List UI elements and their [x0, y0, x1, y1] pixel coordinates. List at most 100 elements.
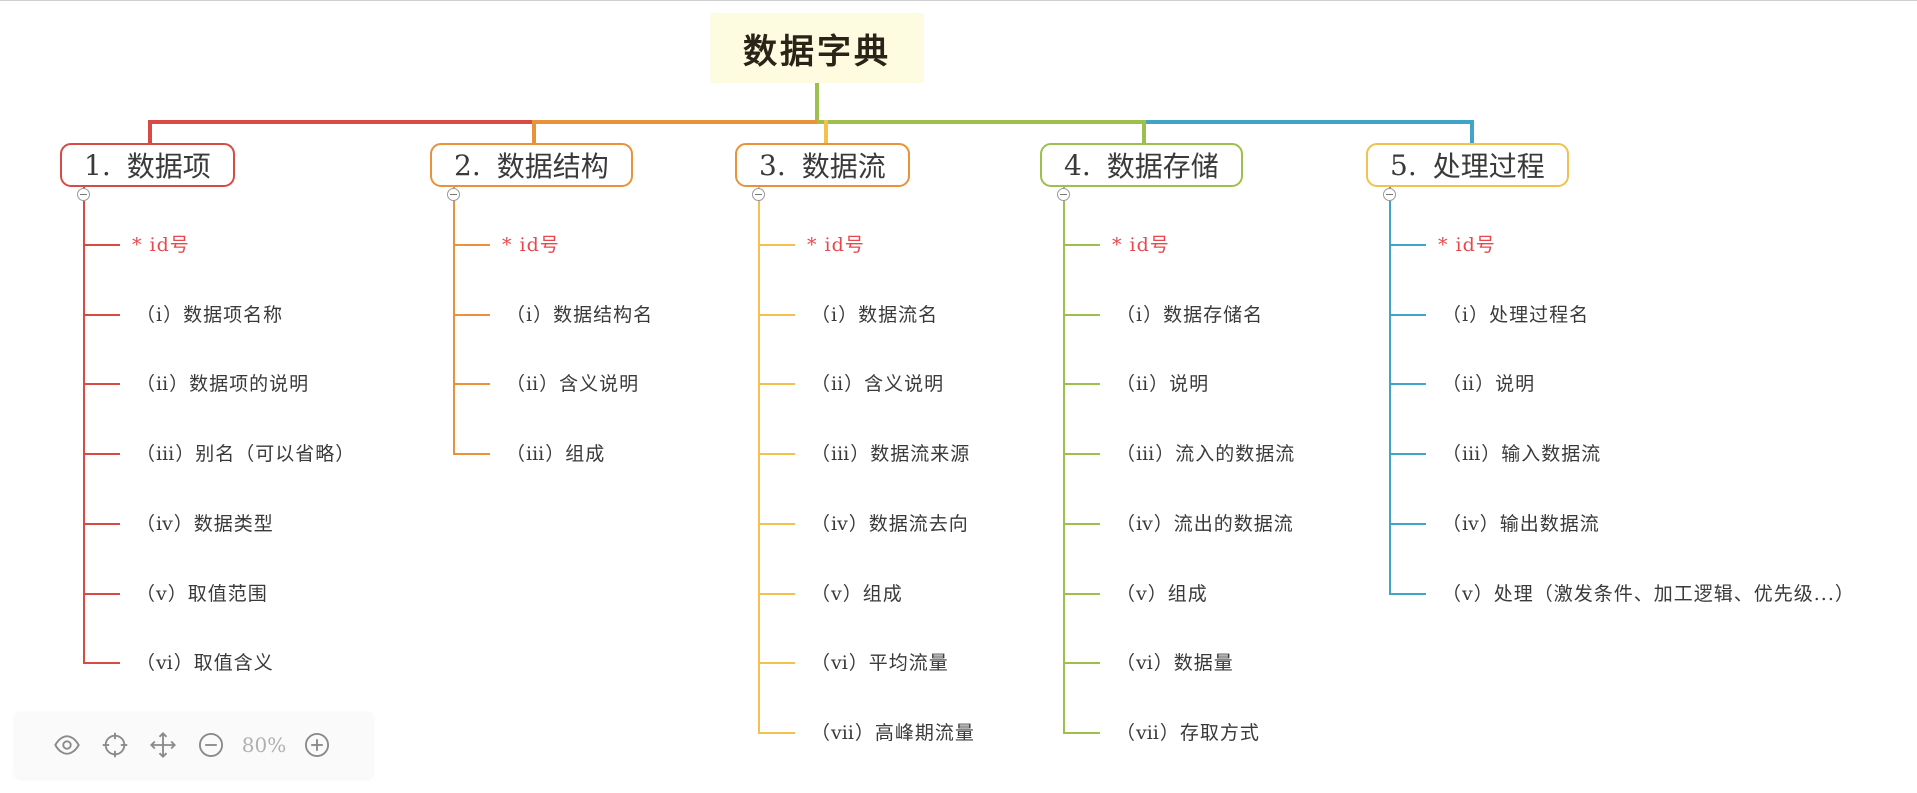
leaf-item[interactable]: （ⅳ）数据流去向 [811, 512, 969, 535]
leaf-connector [454, 453, 490, 456]
collapse-toggle-icon[interactable] [752, 188, 765, 201]
eye-icon [54, 735, 80, 755]
leaf-connector [1064, 592, 1100, 595]
leaf-item[interactable]: （ⅰ）数据流名 [811, 303, 939, 326]
leaf-connector [1390, 453, 1426, 456]
leaf-connector [759, 522, 795, 525]
zoom-level: 80% [241, 733, 287, 757]
leaf-item[interactable]: （ⅶ）存取方式 [1116, 721, 1260, 744]
leaf-item[interactable]: （ⅴ）取值范围 [136, 582, 268, 605]
leaf-connector [84, 662, 120, 665]
branch-number: 1. [84, 148, 111, 182]
collapse-toggle-icon[interactable] [77, 188, 90, 201]
leaf-item[interactable]: （ⅰ）处理过程名 [1442, 303, 1590, 326]
leaf-item[interactable]: （ⅵ）取值含义 [136, 652, 274, 675]
leaf-connector [759, 244, 795, 246]
collapse-toggle-icon[interactable] [447, 188, 460, 201]
leaf-connector [454, 383, 490, 386]
leaf-connector [1064, 383, 1100, 386]
leaf-connector [759, 731, 795, 734]
collapse-toggle-icon[interactable] [1383, 188, 1396, 201]
leaf-item[interactable]: （ⅴ）组成 [1116, 582, 1208, 605]
branch-node-1[interactable]: 1. 数据项 [60, 143, 235, 187]
collapse-toggle-icon[interactable] [1057, 188, 1070, 201]
leaf-item[interactable]: （ⅲ）输入数据流 [1442, 443, 1602, 466]
leaf-id-field[interactable]: * id号 [132, 234, 190, 256]
leaf-connector [1064, 313, 1100, 316]
leaf-id-field[interactable]: * id号 [502, 234, 560, 256]
leaf-id-field[interactable]: * id号 [1438, 234, 1496, 256]
branch-label: 数据项 [126, 150, 211, 183]
move-button[interactable] [139, 725, 187, 765]
branch-label: 数据结构 [496, 150, 609, 183]
branch-node-5[interactable]: 5. 处理过程 [1366, 143, 1569, 187]
leaf-connector [1064, 662, 1100, 665]
leaf-item[interactable]: （ⅰ）数据项名称 [136, 303, 284, 326]
branch-node-4[interactable]: 4.数据存储 [1040, 143, 1243, 187]
root-title: 数据字典 [743, 31, 891, 72]
leaf-item[interactable]: （ⅰ）数据存储名 [1116, 303, 1264, 326]
leaf-connector [1064, 244, 1100, 246]
branch-drop-line [148, 120, 152, 143]
branch-spine [1389, 187, 1391, 595]
leaf-item[interactable]: （ⅱ）说明 [1116, 373, 1210, 396]
branch-drop-line [1470, 120, 1474, 143]
leaf-id-field[interactable]: * id号 [1112, 234, 1170, 256]
zoom-out-icon [198, 732, 224, 758]
root-node[interactable]: 数据字典 [710, 13, 924, 83]
leaf-connector [759, 313, 795, 316]
leaf-connector [759, 383, 795, 386]
leaf-connector [759, 662, 795, 665]
zoom-in-button[interactable] [293, 725, 341, 765]
leaf-item[interactable]: （ⅱ）含义说明 [811, 373, 945, 396]
leaf-item[interactable]: （ⅲ）流入的数据流 [1116, 443, 1296, 466]
leaf-connector [759, 453, 795, 456]
branch-number: 4. [1064, 148, 1091, 182]
branch-spine [758, 187, 760, 734]
branch-number: 2. [454, 148, 481, 182]
leaf-item[interactable]: （ⅰ）数据结构名 [506, 303, 654, 326]
leaf-connector [84, 592, 120, 595]
center-button[interactable] [91, 725, 139, 765]
leaf-item[interactable]: （ⅲ）组成 [506, 443, 606, 466]
bus-segment [817, 120, 1144, 124]
leaf-item[interactable]: （ⅲ）别名（可以省略） [136, 443, 356, 466]
leaf-item[interactable]: （ⅵ）平均流量 [811, 652, 949, 675]
leaf-connector [84, 522, 120, 525]
leaf-item[interactable]: （ⅴ）处理（激发条件、加工逻辑、优先级...） [1442, 582, 1855, 605]
branch-label: 数据流 [801, 150, 886, 183]
branch-number: 5. [1390, 148, 1417, 182]
leaf-connector [1390, 592, 1426, 595]
leaf-item[interactable]: （ⅳ）流出的数据流 [1116, 512, 1294, 535]
branch-node-2[interactable]: 2. 数据结构 [430, 143, 633, 187]
leaf-connector [1390, 522, 1426, 525]
branch-number: 3. [759, 148, 786, 182]
preview-button[interactable] [43, 725, 91, 765]
leaf-connector [1064, 453, 1100, 456]
bus-segment [534, 120, 817, 124]
branch-node-3[interactable]: 3. 数据流 [735, 143, 910, 187]
zoom-out-button[interactable] [187, 725, 235, 765]
branch-drop-line [1142, 120, 1146, 143]
branch-label: 处理过程 [1432, 150, 1545, 183]
leaf-item[interactable]: （ⅵ）数据量 [1116, 652, 1234, 675]
leaf-item[interactable]: （ⅱ）数据项的说明 [136, 373, 310, 396]
branch-drop-line [532, 120, 536, 143]
leaf-connector [759, 592, 795, 595]
leaf-item[interactable]: （ⅶ）高峰期流量 [811, 721, 975, 744]
leaf-item[interactable]: （ⅱ）说明 [1442, 373, 1536, 396]
branch-spine [453, 187, 455, 456]
leaf-item[interactable]: （ⅲ）数据流来源 [811, 443, 971, 466]
leaf-id-field[interactable]: * id号 [807, 234, 865, 256]
zoom-in-icon [304, 732, 330, 758]
leaf-connector [1064, 731, 1100, 734]
leaf-connector [454, 244, 490, 246]
leaf-item[interactable]: （ⅴ）组成 [811, 582, 903, 605]
crosshair-icon [102, 732, 128, 758]
zoom-toolbar: 80% [15, 712, 373, 778]
bus-segment [1144, 120, 1472, 124]
leaf-item[interactable]: （ⅱ）含义说明 [506, 373, 640, 396]
leaf-item[interactable]: （ⅳ）输出数据流 [1442, 512, 1600, 535]
leaf-item[interactable]: （ⅳ）数据类型 [136, 512, 274, 535]
